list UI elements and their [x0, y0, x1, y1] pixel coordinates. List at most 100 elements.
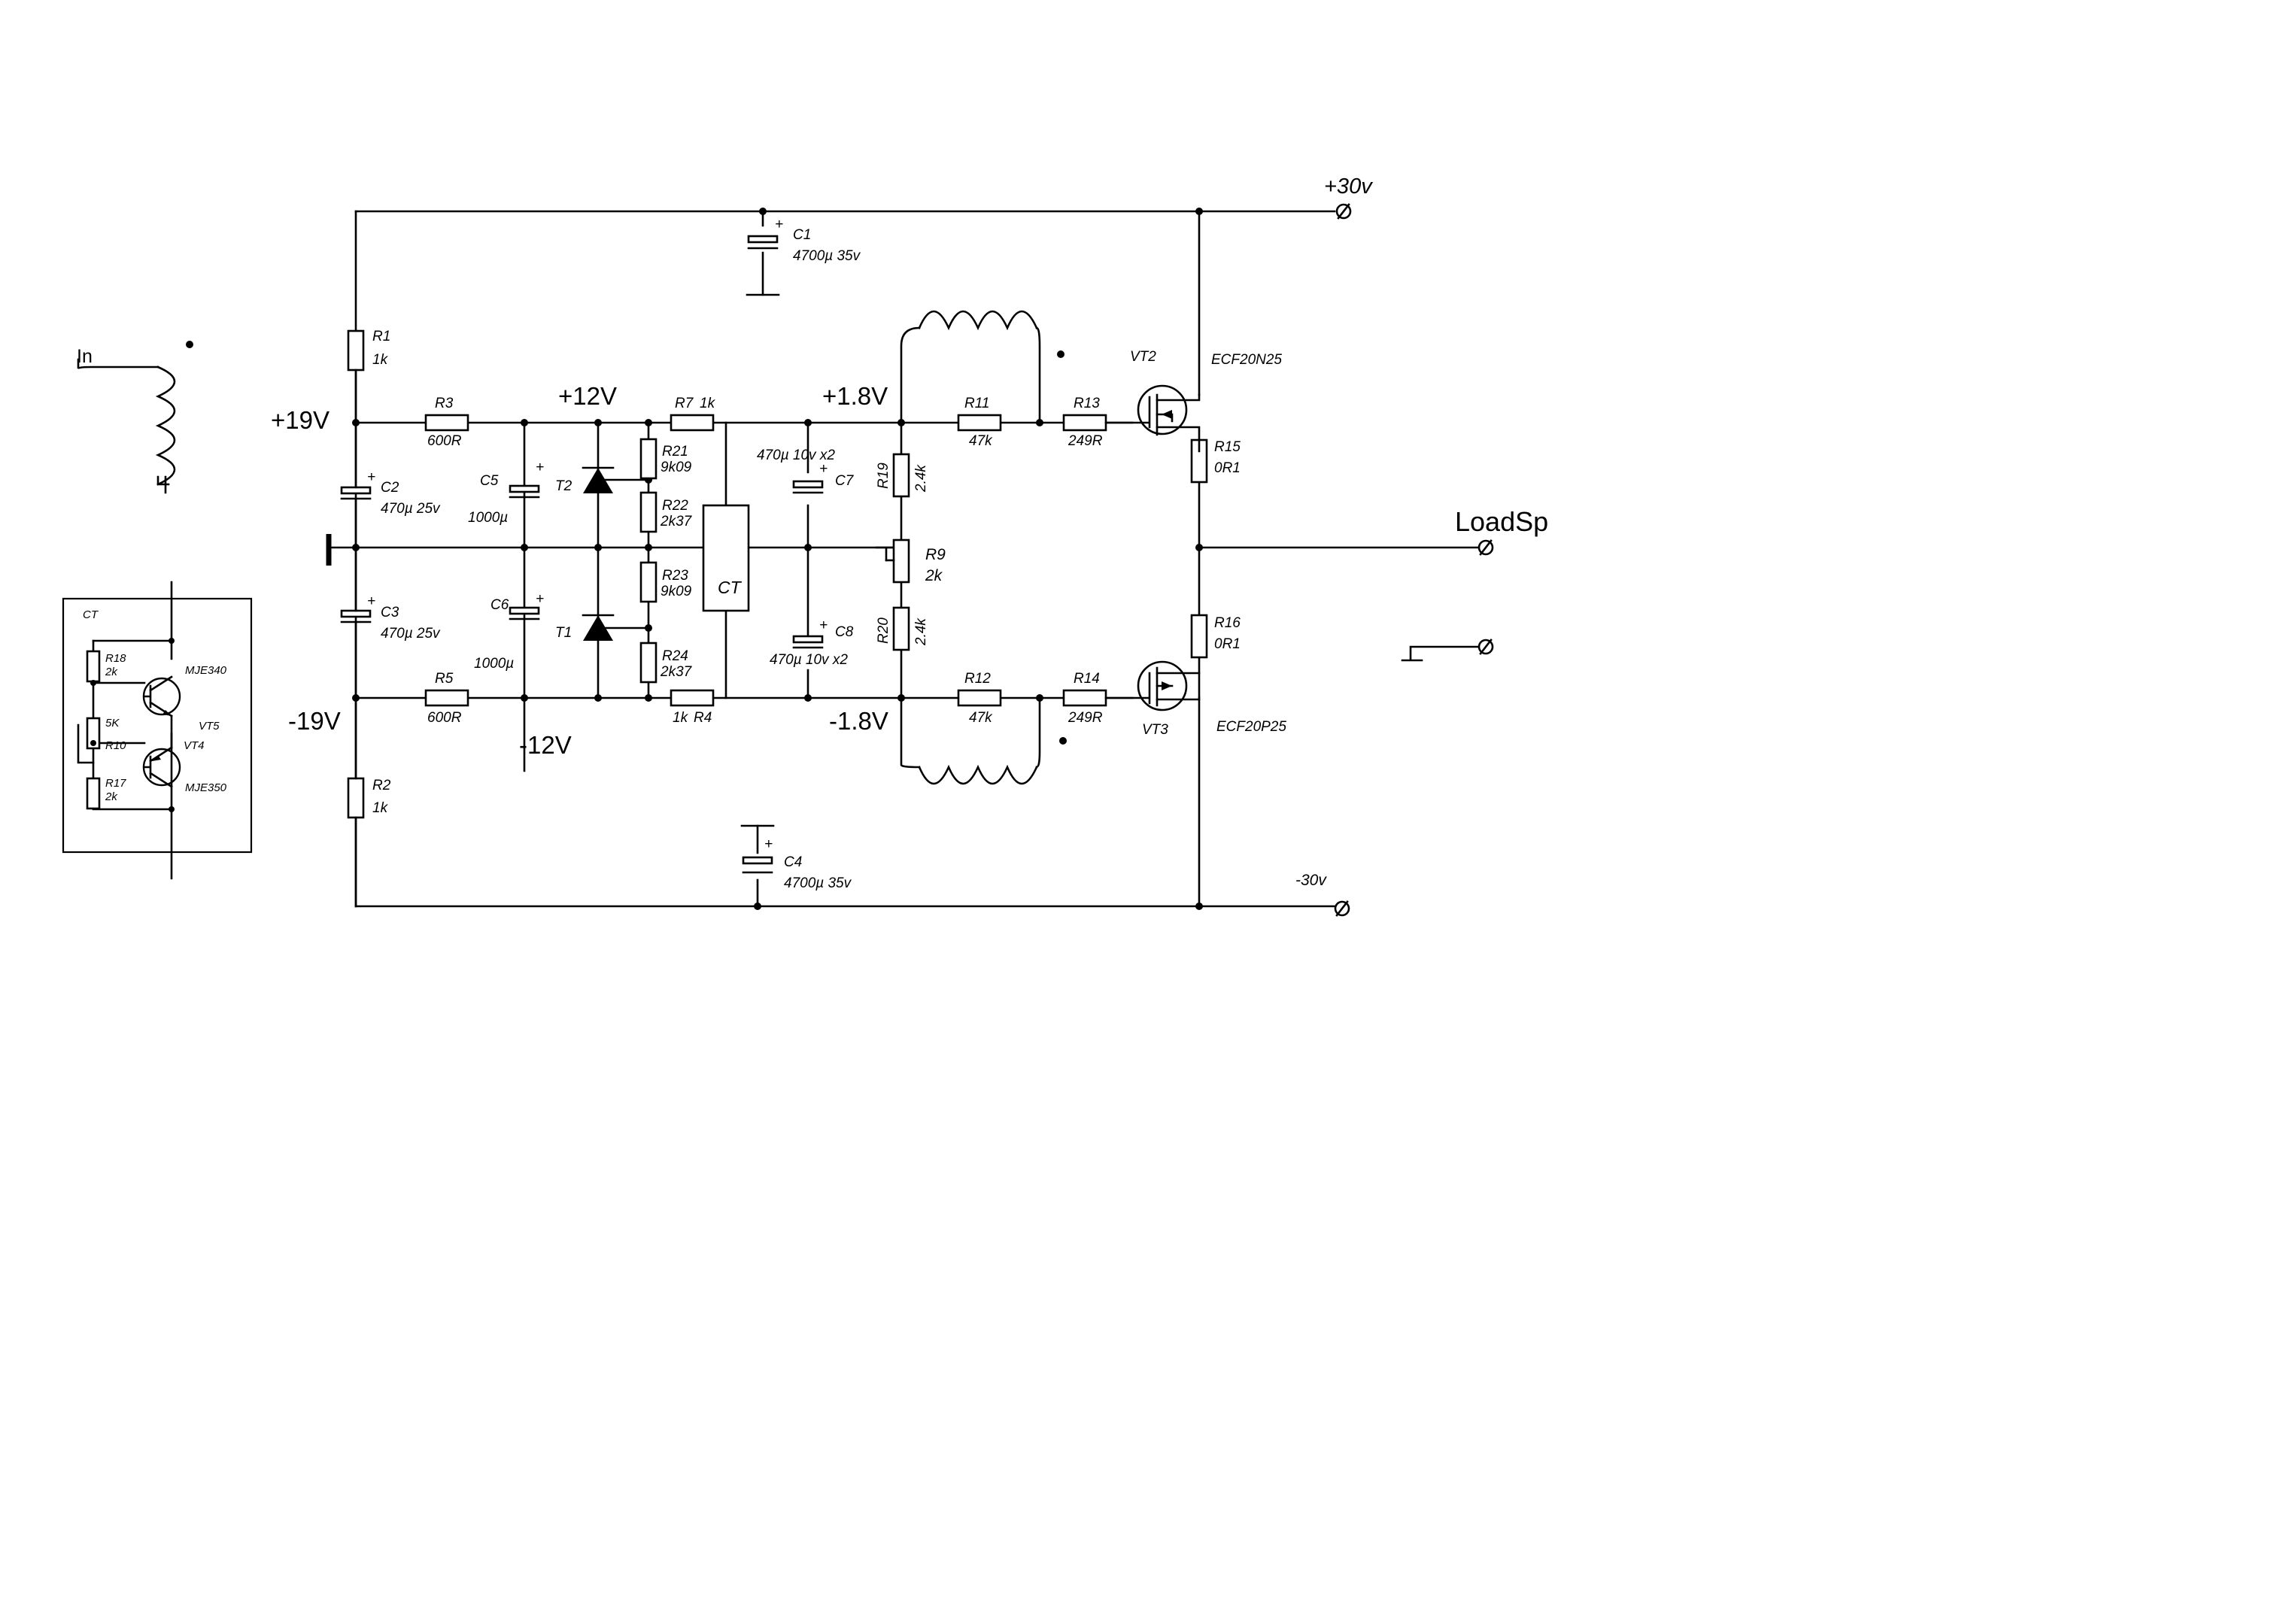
svg-text:+: + [536, 460, 544, 475]
svg-text:+: + [764, 836, 773, 852]
svg-text:2k: 2k [105, 790, 118, 803]
svg-text:2k: 2k [105, 666, 118, 678]
svg-text:+: + [367, 593, 375, 609]
zener-diodes [582, 466, 615, 641]
capacitor-c7 [792, 480, 824, 489]
junction-dots [352, 208, 1203, 910]
svg-text:R12: R12 [964, 671, 991, 687]
svg-text:+: + [819, 461, 828, 477]
svg-text:T2: T2 [555, 478, 572, 494]
resistor-r5 [424, 689, 469, 707]
rail-pos30-label: +30v [1324, 174, 1373, 199]
svg-text:R23: R23 [662, 568, 688, 584]
inductor-top [918, 310, 1038, 331]
inset-resistor-r18 [86, 650, 101, 683]
svg-text:ECF20N25: ECF20N25 [1211, 352, 1282, 368]
svg-text:2k37: 2k37 [660, 664, 693, 680]
labels: +30v -30v +19V -19V +12V -12V +1.8V -1.8… [77, 174, 1548, 891]
svg-text:+: + [536, 591, 544, 607]
svg-text:9k09: 9k09 [661, 460, 692, 475]
svg-text:47k: 47k [969, 433, 993, 449]
output-label: LoadSp [1455, 506, 1548, 537]
svg-text:R5: R5 [435, 671, 454, 687]
svg-text:2.4k: 2.4k [913, 464, 929, 493]
svg-text:R9: R9 [925, 546, 946, 563]
svg-text:CT: CT [718, 578, 743, 597]
resistors [347, 329, 1208, 819]
svg-text:C7: C7 [835, 473, 855, 489]
svg-text:1000µ: 1000µ [468, 510, 508, 526]
terminals [1334, 203, 1494, 917]
svg-text:+: + [367, 469, 375, 485]
svg-text:R24: R24 [662, 648, 688, 664]
svg-text:R11: R11 [964, 396, 989, 411]
resistor-r12 [957, 689, 1002, 707]
svg-text:4700µ 35v: 4700µ 35v [784, 875, 852, 891]
svg-text:MJE350: MJE350 [185, 781, 227, 794]
svg-text:C3: C3 [381, 605, 399, 620]
zener-t2 [583, 468, 613, 493]
svg-text:1k: 1k [673, 710, 689, 726]
rail-neg30-label: -30v [1295, 872, 1327, 889]
svg-text:CT: CT [83, 608, 99, 621]
inductors [77, 310, 1038, 785]
svg-text:T1: T1 [555, 625, 572, 641]
svg-text:+: + [775, 217, 783, 232]
svg-text:2k: 2k [925, 567, 943, 584]
svg-text:C2: C2 [381, 480, 399, 496]
svg-text:MJE340: MJE340 [185, 664, 227, 677]
svg-text:R10: R10 [105, 739, 126, 752]
svg-text:C4: C4 [784, 854, 802, 870]
rail-pos19-label: +19V [271, 406, 330, 434]
svg-text:R14: R14 [1074, 671, 1100, 687]
inset-resistor-r17 [86, 777, 101, 810]
inset-pot-r10 [86, 717, 101, 750]
capacitor-c8 [792, 635, 824, 644]
inductor-bottom [918, 764, 1038, 785]
svg-text:1k: 1k [372, 352, 389, 368]
resistor-r23 [639, 561, 658, 603]
input-coil [155, 366, 176, 486]
svg-text:600R: 600R [427, 433, 462, 449]
resistor-r24 [639, 642, 658, 684]
resistor-r14 [1062, 689, 1107, 707]
capacitor-c5 [509, 484, 540, 493]
rail-neg19-label: -19V [288, 707, 341, 735]
svg-text:R20: R20 [876, 617, 891, 644]
svg-text:R7: R7 [675, 396, 694, 411]
svg-text:C6: C6 [490, 597, 509, 613]
polarity-marks: + + + + + + + + [367, 217, 828, 852]
resistor-r3 [424, 414, 469, 432]
resistor-r13 [1062, 414, 1107, 432]
rail-neg1-8-label: -1.8V [829, 707, 888, 735]
svg-text:VT4: VT4 [184, 739, 205, 752]
svg-text:470µ 25v: 470µ 25v [381, 626, 441, 642]
svg-text:R1: R1 [372, 329, 390, 344]
potentiometer-r9 [892, 538, 910, 584]
input-label: In [77, 346, 93, 367]
svg-text:VT3: VT3 [1142, 722, 1168, 738]
svg-text:R3: R3 [435, 396, 454, 411]
svg-text:600R: 600R [427, 710, 462, 726]
ct-block [702, 504, 750, 612]
svg-text:C8: C8 [835, 624, 854, 640]
resistor-r19 [892, 453, 910, 498]
svg-text:47k: 47k [969, 710, 993, 726]
svg-text:R22: R22 [662, 498, 688, 514]
rail-neg12-label: -12V [519, 731, 572, 759]
resistor-r20 [892, 606, 910, 651]
capacitors [340, 235, 824, 908]
svg-text:2k37: 2k37 [660, 514, 693, 529]
svg-text:R17: R17 [105, 777, 126, 790]
svg-text:4700µ 35v: 4700µ 35v [793, 248, 861, 264]
svg-text:R4: R4 [694, 710, 712, 726]
capacitor-c4 [742, 856, 773, 865]
resistor-r7 [670, 414, 715, 432]
svg-text:9k09: 9k09 [661, 584, 692, 599]
capacitor-c6 [509, 606, 540, 615]
svg-text:2.4k: 2.4k [913, 617, 929, 646]
svg-text:C5: C5 [480, 473, 499, 489]
svg-text:R13: R13 [1074, 396, 1100, 411]
svg-text:0R1: 0R1 [1214, 636, 1241, 652]
